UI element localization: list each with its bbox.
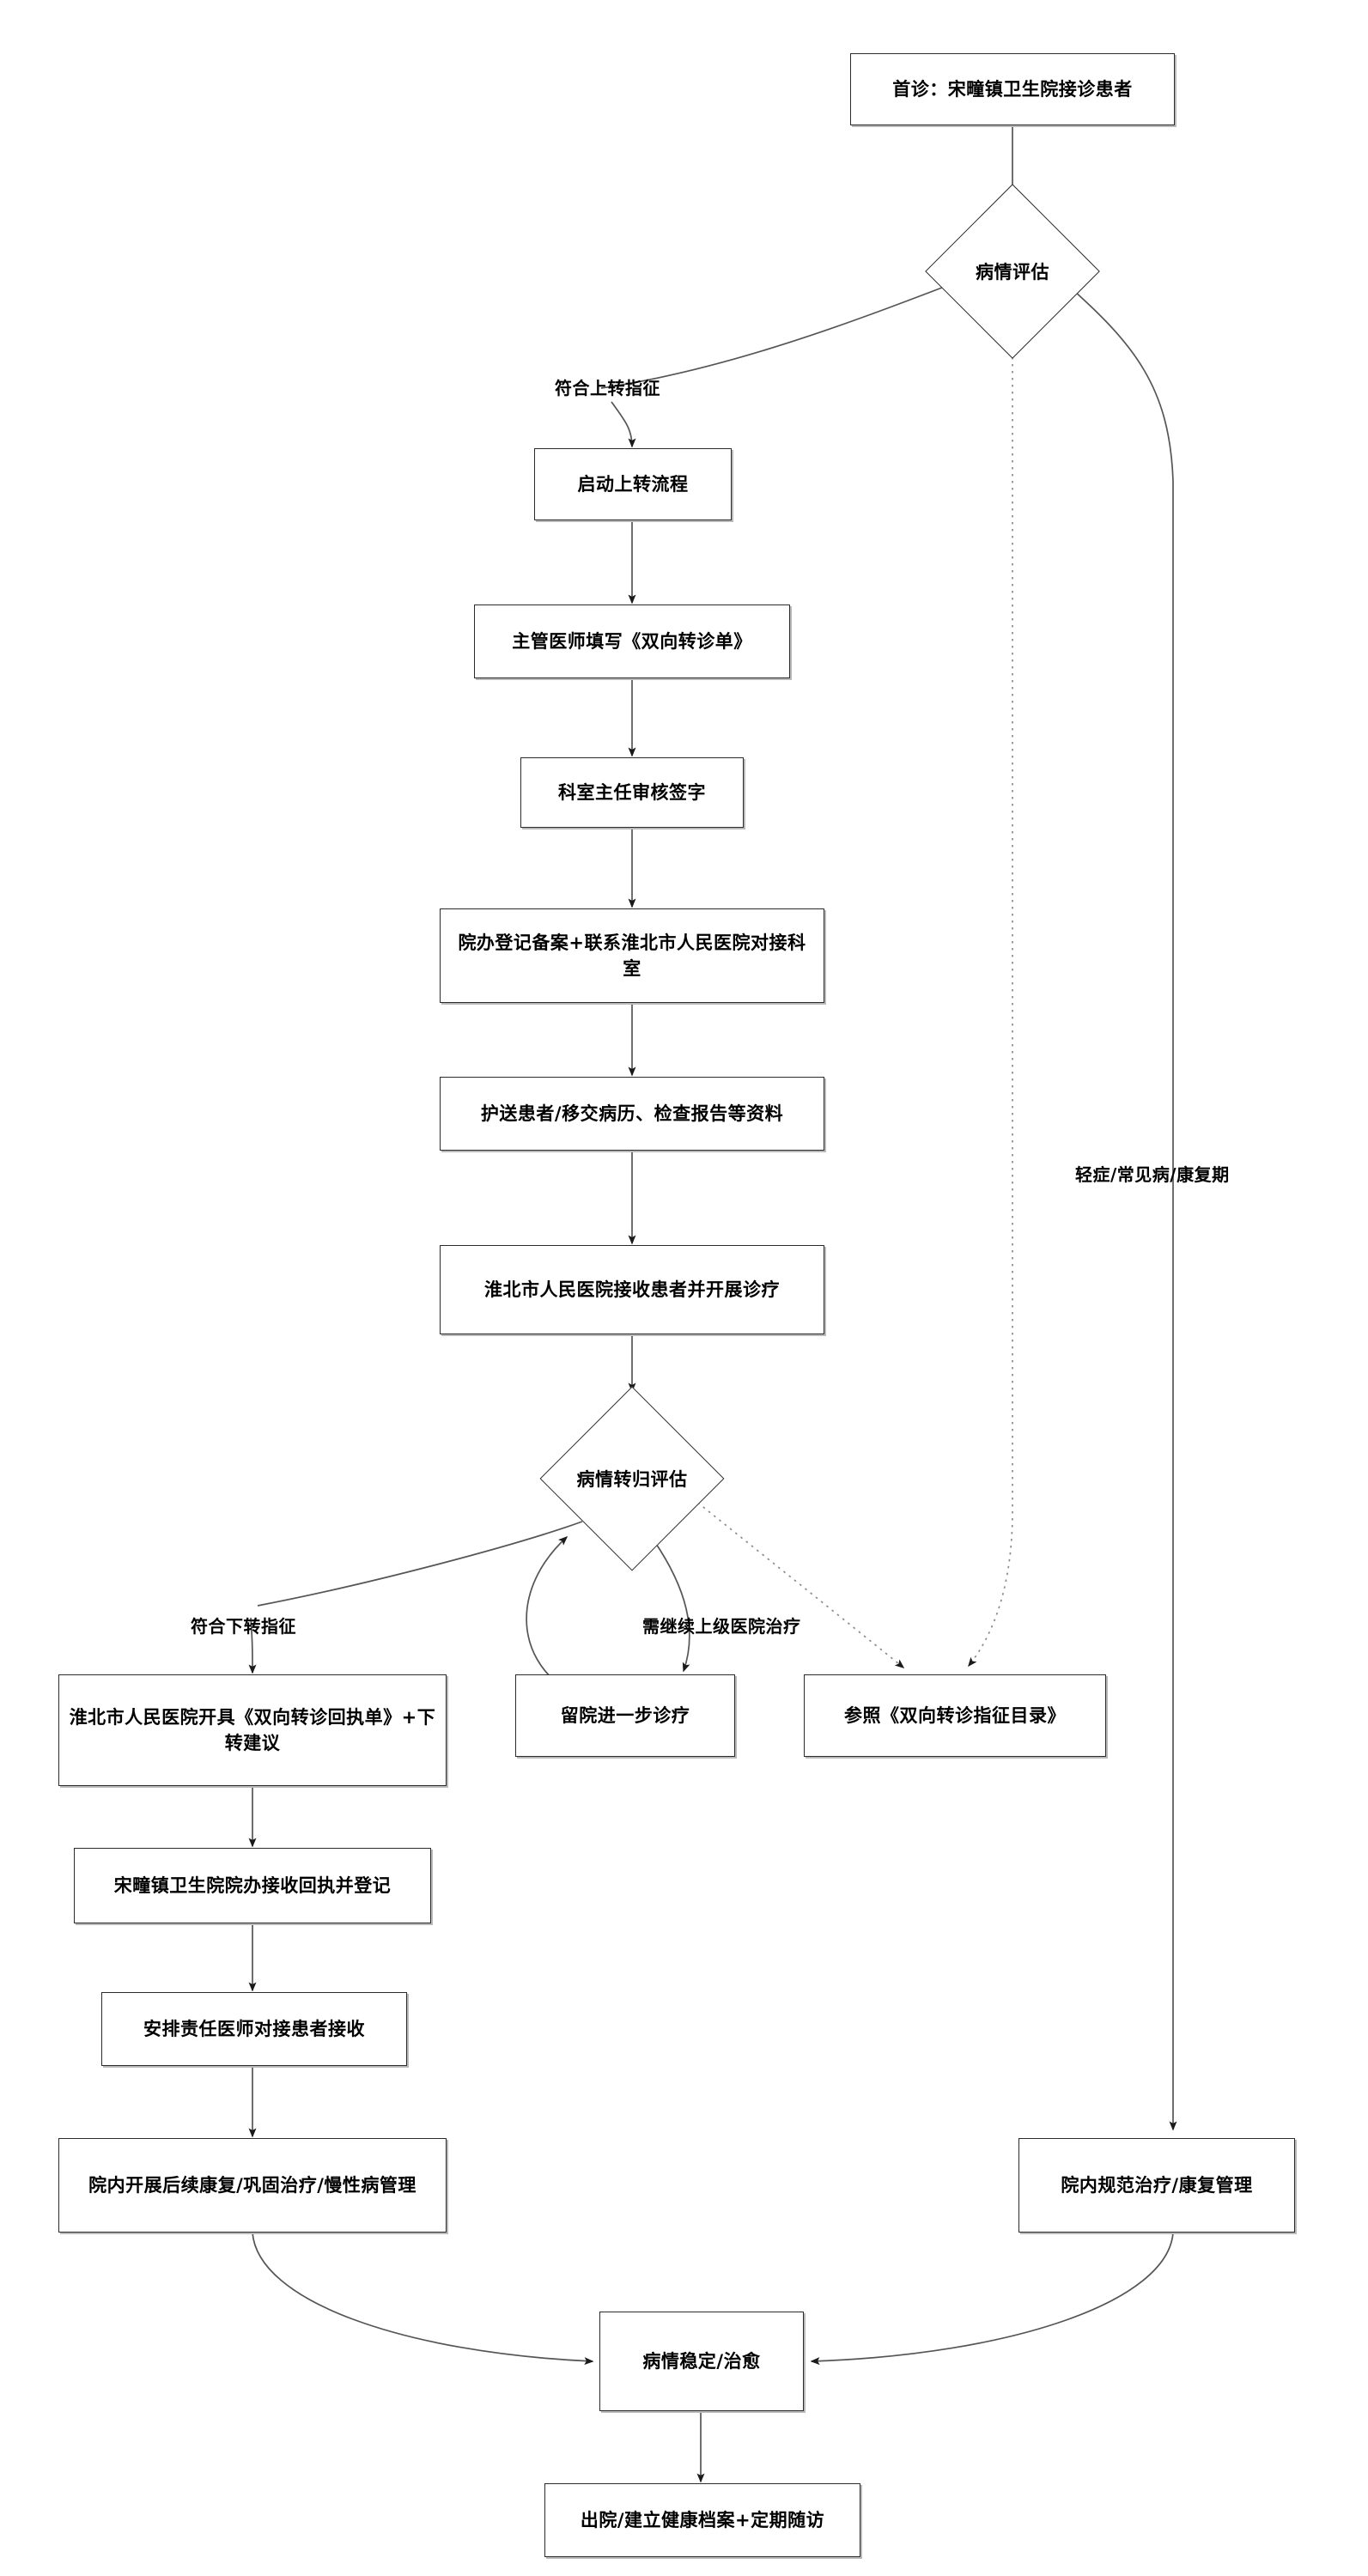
node-label: 护送患者/移交病历、检查报告等资料 (480, 1103, 784, 1124)
node-label: 淮北市人民医院接收患者并开展诊疗 (484, 1279, 780, 1300)
node-label: 病情评估 (976, 262, 1049, 283)
node-fill-referral-form[interactable]: 主管医师填写《双向转诊单》 (474, 605, 790, 678)
edge-stay-to-outcome-return (526, 1535, 568, 1691)
edge-rehab-to-stable (252, 2232, 594, 2366)
node-outcome-assess[interactable]: 病情转归评估 (539, 1386, 725, 1571)
node-label: 主管医师填写《双向转诊单》 (512, 630, 752, 652)
node-condition-stable-cured[interactable]: 病情稳定/治愈 (599, 2312, 804, 2411)
edge-outcome-to-receipt (257, 1521, 583, 1607)
node-label: 病情稳定/治愈 (642, 2350, 761, 2372)
edge-assess-to-catalog-dotted (968, 343, 1013, 1668)
node-dept-head-signoff[interactable]: 科室主任审核签字 (520, 757, 744, 828)
node-start-visit[interactable]: 首诊：宋疃镇卫生院接诊患者 (850, 53, 1175, 125)
node-label: 参照《双向转诊指征目录》 (844, 1704, 1066, 1726)
node-label: 淮北市人民医院开具《双向转诊回执单》+下转建议 (69, 1706, 436, 1753)
edge-label-needs-continued-upper: 需继续上级医院治疗 (642, 1616, 801, 1637)
node-inhouse-standard-treatment[interactable]: 院内规范治疗/康复管理 (1018, 2138, 1295, 2233)
edge-assess-to-standard-treatment (1065, 283, 1177, 2131)
node-label: 院内规范治疗/康复管理 (1061, 2174, 1253, 2196)
node-label: 院内开展后续康复/巩固治疗/慢性病管理 (88, 2174, 416, 2196)
node-label: 出院/建立健康档案+定期随访 (580, 2509, 825, 2530)
node-label: 启动上转流程 (577, 473, 689, 495)
node-label: 病情转归评估 (576, 1469, 688, 1490)
node-label: 安排责任医师对接患者接收 (143, 2018, 365, 2039)
node-inhouse-rehab-chronic[interactable]: 院内开展后续康复/巩固治疗/慢性病管理 (58, 2138, 447, 2233)
node-refer-catalog[interactable]: 参照《双向转诊指征目录》 (804, 1674, 1106, 1757)
node-label: 留院进一步诊疗 (560, 1704, 690, 1726)
edge-label-mild-common-recovery: 轻症/常见病/康复期 (1075, 1164, 1230, 1185)
node-discharge-followup[interactable]: 出院/建立健康档案+定期随访 (544, 2483, 860, 2557)
edge-assess-to-startup (600, 283, 954, 389)
edge-label-meets-down-referral: 符合下转指征 (191, 1616, 296, 1637)
edge-label-meets-up-referral: 符合上转指征 (555, 378, 660, 398)
node-township-receive-receipt[interactable]: 宋疃镇卫生院院办接收回执并登记 (74, 1848, 431, 1923)
node-escort-transfer-records[interactable]: 护送患者/移交病历、检查报告等资料 (440, 1077, 824, 1151)
edge-outcome-to-catalog-dotted (686, 1493, 905, 1668)
node-stay-further-treatment[interactable]: 留院进一步诊疗 (515, 1674, 735, 1757)
node-label: 首诊：宋疃镇卫生院接诊患者 (892, 78, 1133, 100)
node-label: 宋疃镇卫生院院办接收回执并登记 (113, 1874, 392, 1896)
node-office-register-contact[interactable]: 院办登记备案+联系淮北市人民医院对接科室 (440, 908, 824, 1003)
edge-standard-to-stable (810, 2232, 1174, 2366)
node-assign-responsible-doctor[interactable]: 安排责任医师对接患者接收 (101, 1992, 407, 2066)
node-issue-receipt-advice[interactable]: 淮北市人民医院开具《双向转诊回执单》+下转建议 (58, 1674, 447, 1786)
node-start-up-referral[interactable]: 启动上转流程 (534, 448, 732, 520)
edge-assess-to-startup-tail (611, 401, 636, 448)
node-city-hospital-receive[interactable]: 淮北市人民医院接收患者并开展诊疗 (440, 1245, 824, 1334)
node-label: 科室主任审核签字 (558, 781, 706, 803)
edge-outcome-to-stay (652, 1538, 690, 1673)
node-label: 院办登记备案+联系淮北市人民医院对接科室 (458, 932, 806, 979)
node-assess-condition[interactable]: 病情评估 (925, 184, 1100, 359)
